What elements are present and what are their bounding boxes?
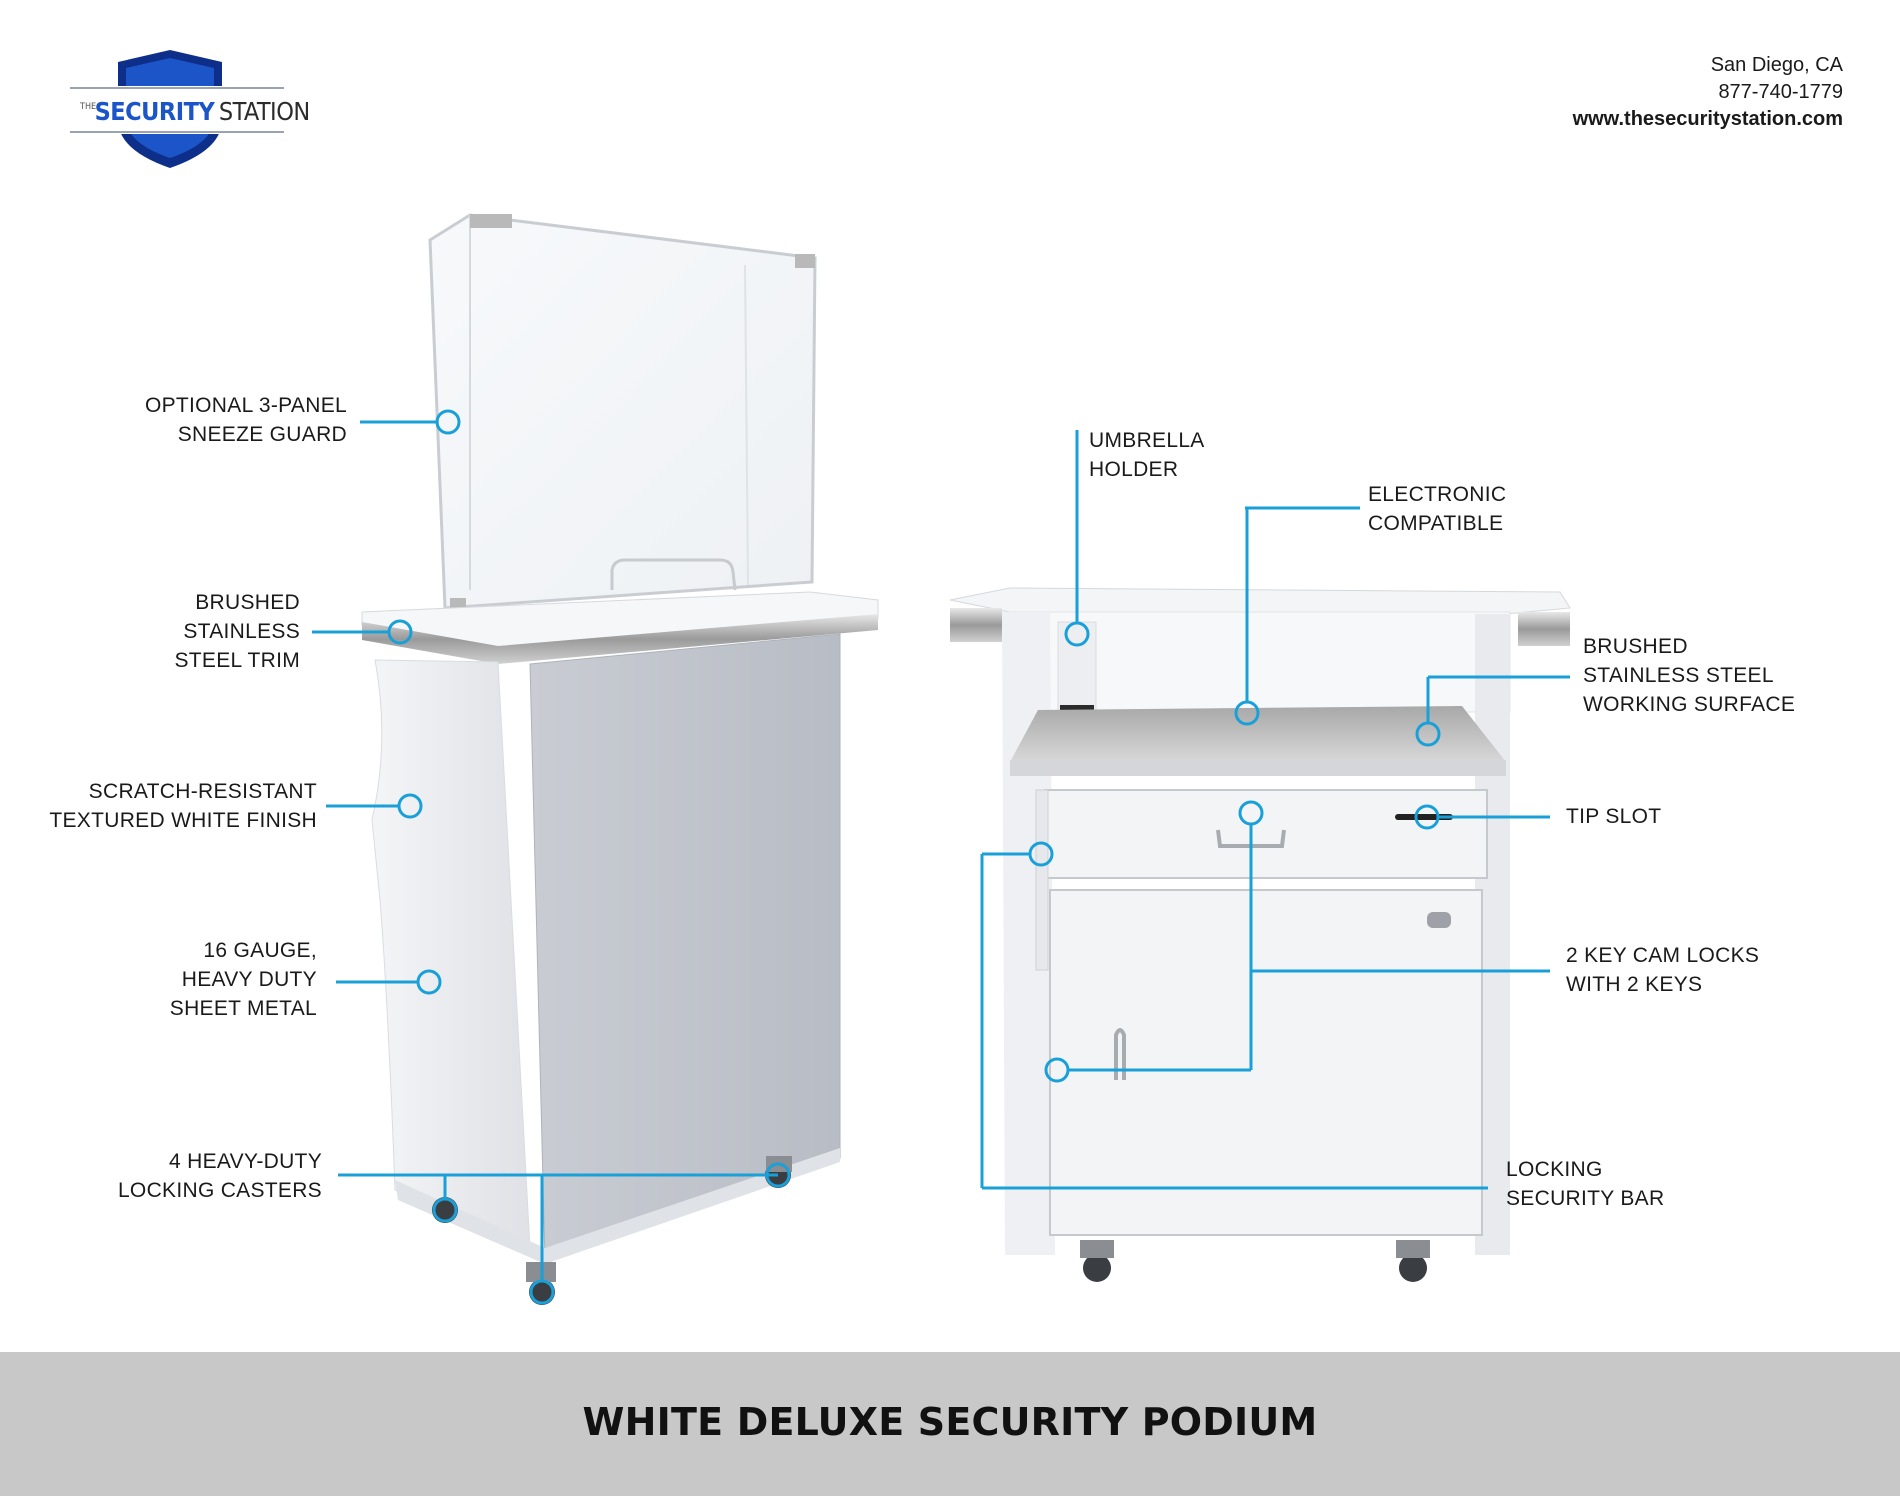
callout-steel-trim: BRUSHED STAINLESS STEEL TRIM [174, 591, 300, 672]
logo-wordmark: THE SECURITY STATION [80, 97, 310, 127]
callout-sneeze-guard: OPTIONAL 3-PANEL SNEEZE GUARD [144, 394, 347, 446]
callout-umbrella: UMBRELLA HOLDER [1089, 429, 1205, 481]
callout-casters: 4 HEAVY-DUTY LOCKING CASTERS [117, 1150, 322, 1202]
callout-electronic: ELECTRONIC COMPATIBLE [1368, 483, 1507, 535]
logo-word-station: STATION [218, 97, 310, 126]
contact-phone: 877-740-1779 [1718, 81, 1843, 103]
callout-cam-locks: 2 KEY CAM LOCKS WITH 2 KEYS [1566, 944, 1760, 996]
callout-gauge: 16 GAUGE, HEAVY DUTY SHEET METAL [169, 939, 317, 1020]
callout-tip-slot: TIP SLOT [1566, 805, 1662, 828]
callout-security-bar: LOCKING SECURITY BAR [1506, 1158, 1665, 1210]
contact-website: www.thesecuritystation.com [1572, 108, 1843, 130]
right-podium [949, 587, 1571, 1282]
callout-working-surface: BRUSHED STAINLESS STEEL WORKING SURFACE [1583, 635, 1796, 716]
contact-info: San Diego, CA 877-740-1779 www.thesecuri… [1573, 52, 1843, 133]
logo-word-security: SECURITY [94, 97, 215, 126]
callout-lines [312, 409, 1570, 1305]
product-title: WHITE DELUXE SECURITY PODIUM [582, 1400, 1318, 1444]
contact-city: San Diego, CA [1710, 54, 1843, 76]
logo [70, 50, 284, 168]
logo-prefix: THE [80, 102, 97, 112]
footer-banner: WHITE DELUXE SECURITY PODIUM [0, 1352, 1900, 1496]
callout-finish: SCRATCH-RESISTANT TEXTURED WHITE FINISH [49, 780, 317, 832]
left-podium [361, 213, 879, 1305]
